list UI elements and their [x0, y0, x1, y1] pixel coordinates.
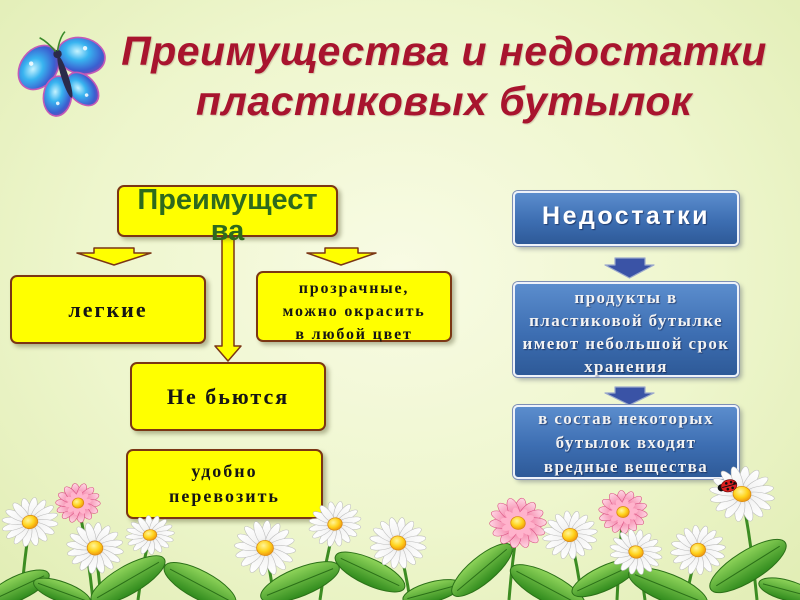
wing-spot	[55, 101, 60, 106]
butterfly-body	[57, 55, 73, 98]
disadvantage-box-shelf-life: продукты в пластиковой бутылке имеют неб…	[513, 282, 739, 377]
wing-spot	[82, 46, 88, 51]
advantage-text-line: легкие	[68, 296, 148, 322]
disadvantage-text-line: имеют небольшой срок	[522, 334, 730, 353]
disadvantage-text-line: пластиковой бутылке	[529, 311, 723, 330]
title-line-2: пластиковых бутылок	[195, 78, 693, 124]
arrow-down-blue-2	[604, 386, 655, 406]
advantage-text-line: прозрачные,	[298, 280, 410, 297]
slide-title: Преимущества и недостатки пластиковых бу…	[88, 26, 800, 126]
advantage-text-line: удобно	[191, 461, 258, 481]
advantages-header: Преимущества	[137, 184, 318, 247]
arrow-down-center	[214, 236, 242, 362]
wing-spot	[84, 93, 89, 97]
advantage-box-transport: удобно перевозить	[126, 449, 323, 519]
butterfly-antenna	[39, 37, 57, 53]
advantage-box-unbreakable: Не бьются	[130, 362, 326, 431]
advantage-text-line: в любой цвет	[295, 326, 413, 343]
disadvantage-text-line: вредные вещества	[543, 457, 709, 476]
arrow-down-right	[306, 247, 377, 266]
wing-spot	[28, 61, 34, 66]
butterfly-antenna	[56, 31, 66, 51]
advantages-header-box: Преимущества	[117, 185, 338, 247]
disadvantage-box-harmful: в состав некоторых бутылок входят вредны…	[513, 405, 739, 479]
advantage-text-line: можно окрасить	[282, 303, 426, 320]
disadvantage-text-line: бутылок входят	[555, 433, 697, 452]
disadvantages-header-box: Недостатки	[513, 191, 739, 246]
butterfly-icon	[17, 31, 106, 117]
arrow-down-left	[76, 247, 152, 266]
disadvantages-header: Недостатки	[542, 201, 710, 230]
butterfly-head	[53, 49, 62, 59]
title-line-1: Преимущества и недостатки	[121, 28, 767, 74]
advantage-text-line: Не бьются	[166, 383, 290, 409]
butterfly-wing	[65, 71, 100, 107]
disadvantage-text-line: хранения	[584, 357, 668, 376]
arrow-down-blue-1	[604, 257, 655, 279]
disadvantage-text-line: продукты в	[574, 288, 678, 307]
advantage-text-line: перевозить	[169, 486, 280, 506]
disadvantage-text-line: в состав некоторых	[538, 409, 714, 428]
advantage-box-transparent: прозрачные, можно окрасить в любой цвет	[256, 271, 452, 343]
advantage-box-light: легкие	[10, 275, 206, 344]
